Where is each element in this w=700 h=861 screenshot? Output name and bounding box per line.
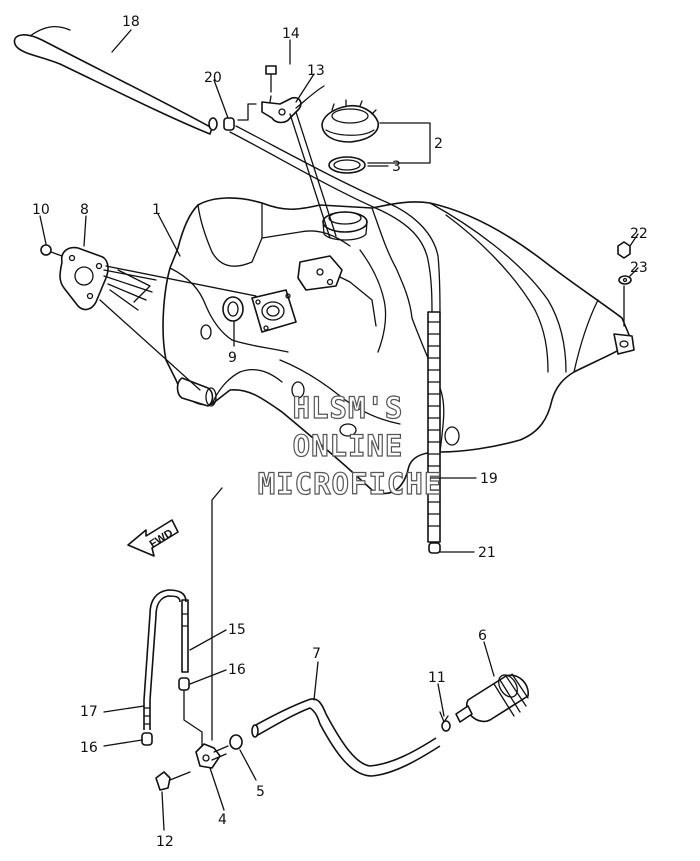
leader-16-valve	[183, 689, 203, 749]
callout-14: 14	[282, 26, 300, 42]
callout-6: 6	[478, 628, 487, 644]
fuel-filter-6	[455, 673, 529, 723]
callout-22: 22	[630, 226, 648, 242]
callout-15: 15	[228, 622, 246, 638]
leader-2-bracket	[367, 122, 431, 164]
watermark-line-1: HLSM'S	[293, 391, 404, 425]
callout-23: 23	[630, 260, 648, 276]
oring-9	[222, 296, 244, 322]
callout-12: 12	[156, 834, 174, 850]
callout-5: 5	[256, 784, 265, 800]
callout-18: 18	[122, 14, 140, 30]
hose-15	[181, 599, 189, 673]
fuel-tank	[162, 197, 635, 495]
clamp-5	[229, 734, 243, 750]
callout-13: 13	[307, 63, 325, 79]
clip-11	[439, 711, 451, 732]
callout-4: 4	[218, 812, 227, 828]
callout-19: 19	[480, 471, 498, 487]
watermark-line-2: ONLINE	[293, 429, 404, 463]
bolt-14	[265, 65, 277, 103]
callout-1: 1	[152, 202, 161, 218]
fuel-cap-2	[321, 99, 379, 143]
leader-tank-outlet	[211, 487, 223, 741]
hose-17	[143, 589, 187, 730]
gauge-plate-8	[59, 246, 257, 391]
callout-labels: 18 14 13 20 2 3 10 8 1 9 22 23 19 21 15 …	[32, 14, 648, 850]
callout-7: 7	[312, 646, 321, 662]
washer-23	[618, 275, 632, 285]
bolt-10	[40, 244, 63, 257]
forward-arrow: FWD	[127, 519, 179, 557]
bolt-12	[155, 771, 191, 791]
callout-2: 2	[434, 136, 443, 152]
callout-8: 8	[80, 202, 89, 218]
breather-valve-13	[261, 85, 337, 239]
clip-16-upper	[178, 677, 190, 691]
breather-hose-18	[13, 25, 218, 135]
leader-lines	[39, 29, 639, 831]
callout-11: 11	[428, 670, 446, 686]
callout-10: 10	[32, 202, 50, 218]
clip-16-lower	[141, 732, 153, 746]
callout-20: 20	[204, 70, 222, 86]
callout-16-lower: 16	[80, 740, 98, 756]
clip-20	[223, 117, 235, 131]
watermark-line-3: MICROFICHE	[258, 467, 443, 501]
callout-17: 17	[80, 704, 98, 720]
clip-21	[428, 542, 441, 554]
gasket-3	[328, 156, 366, 174]
callout-21: 21	[478, 545, 496, 561]
leader-20-bracket	[237, 103, 257, 121]
hose-7	[251, 698, 441, 777]
nut-22	[617, 241, 631, 259]
callout-16-upper: 16	[228, 662, 246, 678]
watermark: HLSM'S ONLINE MICROFICHE	[257, 390, 443, 501]
vent-hose-19	[223, 117, 441, 554]
callout-9: 9	[228, 350, 237, 366]
fuel-valve-4	[195, 743, 229, 769]
callout-3: 3	[392, 159, 401, 175]
